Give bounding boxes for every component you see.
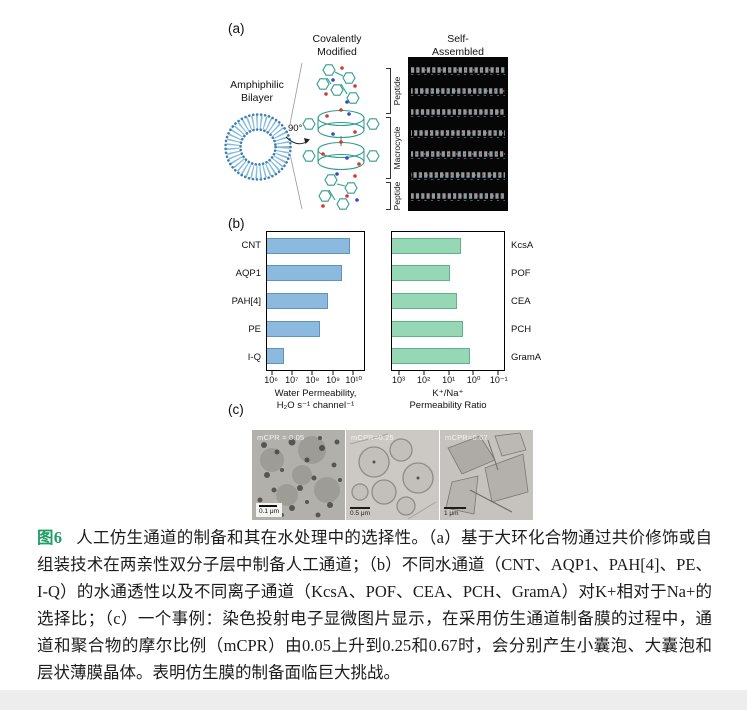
tick-mark	[332, 371, 334, 375]
ion-chart-plot-area	[391, 231, 505, 375]
covalent-molecule-structure	[302, 64, 380, 210]
panel-c-label: (c)	[228, 402, 244, 417]
scale-bar-label: 1 μm	[444, 509, 459, 517]
tick-label: 10⁶	[264, 375, 279, 385]
bar	[392, 348, 470, 365]
water-chart-x-ticks: 10⁶ 10⁷ 10⁸ 10⁹ 10¹⁰	[264, 375, 365, 386]
tick-mark	[472, 371, 474, 375]
tick-label: 10⁻¹	[489, 375, 508, 385]
bar	[392, 265, 450, 282]
category-label: KcsA	[511, 239, 534, 251]
tem-image-small-vesicles: mCPR = 0.05 0.1 μm	[252, 430, 345, 520]
tick-label: 10⁷	[285, 375, 299, 385]
tick-mark	[352, 371, 354, 375]
category-label: POF	[511, 267, 531, 279]
tick-label: 10²	[417, 375, 431, 385]
page-background-edge	[0, 690, 747, 710]
scale-bar-label: 0.1 μm	[259, 507, 280, 515]
tick-label: 10⁸	[305, 375, 320, 385]
amphiphilic-bilayer-diagram	[224, 113, 292, 181]
tem-image-2-graphic	[346, 430, 439, 520]
self-assembled-label: Self- Assembled	[432, 33, 484, 58]
tem-image-lamellar-crystals: mCPR=0.67 1 μm	[440, 430, 533, 520]
tick-mark	[448, 371, 450, 375]
category-label: CNT	[241, 239, 261, 251]
figure-number: 图6	[37, 528, 63, 547]
bar	[267, 320, 320, 337]
category-label: CEA	[511, 295, 531, 307]
self-assembled-structure-image	[408, 57, 508, 211]
bar	[392, 237, 461, 254]
category-label: I-Q	[247, 351, 261, 363]
mcpr-tag: mCPR=0.67	[445, 433, 488, 442]
ion-selectivity-chart: 10³ 10² 10¹ 10⁰ 10⁻¹ K⁺/Na⁺ Permeability Rat…	[391, 231, 553, 412]
scale-bar-line	[350, 506, 370, 509]
tick-mark	[497, 371, 499, 375]
tick-mark	[423, 371, 425, 375]
bar	[267, 292, 329, 309]
category-label: PE	[248, 323, 261, 335]
bar	[267, 237, 350, 254]
water-chart-x-axis-label: Water Permeability, H₂O s⁻¹ channel⁻¹	[274, 388, 357, 411]
peptide-bracket-top	[386, 68, 391, 114]
tick-label: 10¹	[442, 375, 456, 385]
water-chart-plot-area	[266, 231, 365, 375]
bar	[392, 320, 463, 337]
figure-caption-text: 人工仿生通道的制备和其在水处理中的选择性。（a）基于大环化合物通过共价修饰或自组…	[37, 528, 713, 682]
bar	[267, 265, 343, 282]
amphiphilic-bilayer-label: Amphiphilic Bilayer	[230, 79, 284, 104]
peptide-bracket-bottom	[386, 182, 391, 210]
category-label: PAH[4]	[231, 295, 261, 307]
mcpr-tag: mCPR=0.25	[351, 433, 394, 442]
tick-label: 10³	[392, 375, 406, 385]
panel-b-label: (b)	[228, 216, 245, 231]
scale-bar-line	[259, 504, 277, 507]
tick-mark	[291, 371, 293, 375]
tick-mark	[311, 371, 313, 375]
tick-label: 10⁰	[466, 375, 481, 385]
peptide-label-bottom: Peptide	[392, 181, 402, 211]
tem-image-large-vesicles: mCPR=0.25 0.5 μm	[346, 430, 439, 520]
tick-mark	[271, 371, 273, 375]
category-label: PCH	[511, 323, 532, 335]
ion-chart-x-ticks: 10³ 10² 10¹ 10⁰ 10⁻¹	[391, 375, 508, 386]
expansion-lines	[289, 62, 303, 210]
scale-bar-line	[444, 506, 466, 509]
rotation-arrow-icon	[285, 136, 310, 145]
scale-bar-label: 0.5 μm	[350, 509, 371, 517]
category-label: GramA	[511, 351, 542, 363]
panel-a-label: (a)	[228, 21, 245, 36]
scale-bar: 0.5 μm	[350, 506, 371, 518]
tick-mark	[398, 371, 400, 375]
category-label: AQP1	[235, 267, 261, 279]
bar	[392, 292, 457, 309]
ion-chart-category-labels: KcsA POF CEA PCH GramA	[505, 231, 553, 371]
rotation-angle-label: 90°	[288, 123, 303, 134]
scale-bar: 1 μm	[444, 506, 466, 518]
bar	[267, 348, 285, 365]
tick-label: 10⁹	[326, 375, 340, 385]
mcpr-tag: mCPR = 0.05	[257, 433, 305, 442]
macrocycle-bracket	[386, 117, 391, 179]
covalently-modified-label: Covalently Modified	[312, 33, 362, 58]
tick-label: 10¹⁰	[345, 375, 362, 385]
peptide-label-top: Peptide	[392, 76, 402, 106]
tem-image-3-graphic	[440, 430, 533, 520]
ion-chart-x-axis-label: K⁺/Na⁺ Permeability Ratio	[409, 388, 487, 411]
macrocycle-label: Macrocycle	[392, 126, 402, 170]
scale-bar: 0.1 μm	[256, 502, 283, 517]
